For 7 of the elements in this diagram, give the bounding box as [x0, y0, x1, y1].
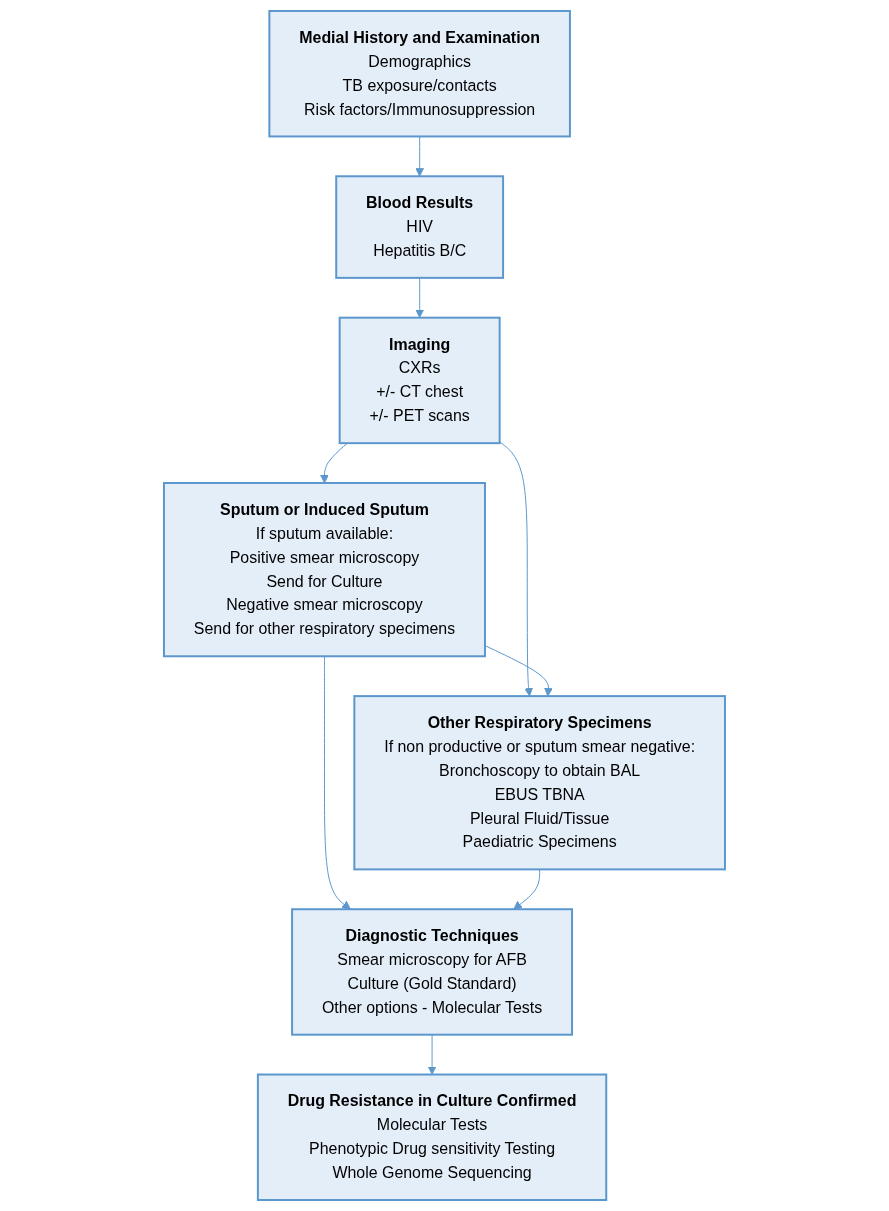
node-box: Other Respiratory Specimens If non productive or sputum smear negative: Bronchoscopy to obtain BAL EBUS TBNA Pleural Fluid/Tissue Paediatric Specimens: [353, 695, 726, 871]
node-box: Blood Results HIV Hepatitis B/C: [335, 175, 505, 279]
node-box: Drug Resistance in Culture Confirmed Molecular Tests Phenotypic Drug sensitivity Testing Whole Genome Sequencing: [256, 1073, 608, 1201]
node-box: Diagnostic Techniques Smear microscopy for AFB Culture (Gold Standard) Other options - Molecular Tests: [291, 908, 574, 1036]
node-box: Medial History and Examination Demographics TB exposure/contacts Risk factors/Immunosuppression: [268, 10, 571, 138]
node-box: Imaging CXRs +/- CT chest +/- PET scans: [338, 316, 501, 445]
node-box: Sputum or Induced Sputum If sputum available: Positive smear microscopy Send for Culture Negative smear microscopy Send for other respiratory specimens: [163, 482, 486, 658]
